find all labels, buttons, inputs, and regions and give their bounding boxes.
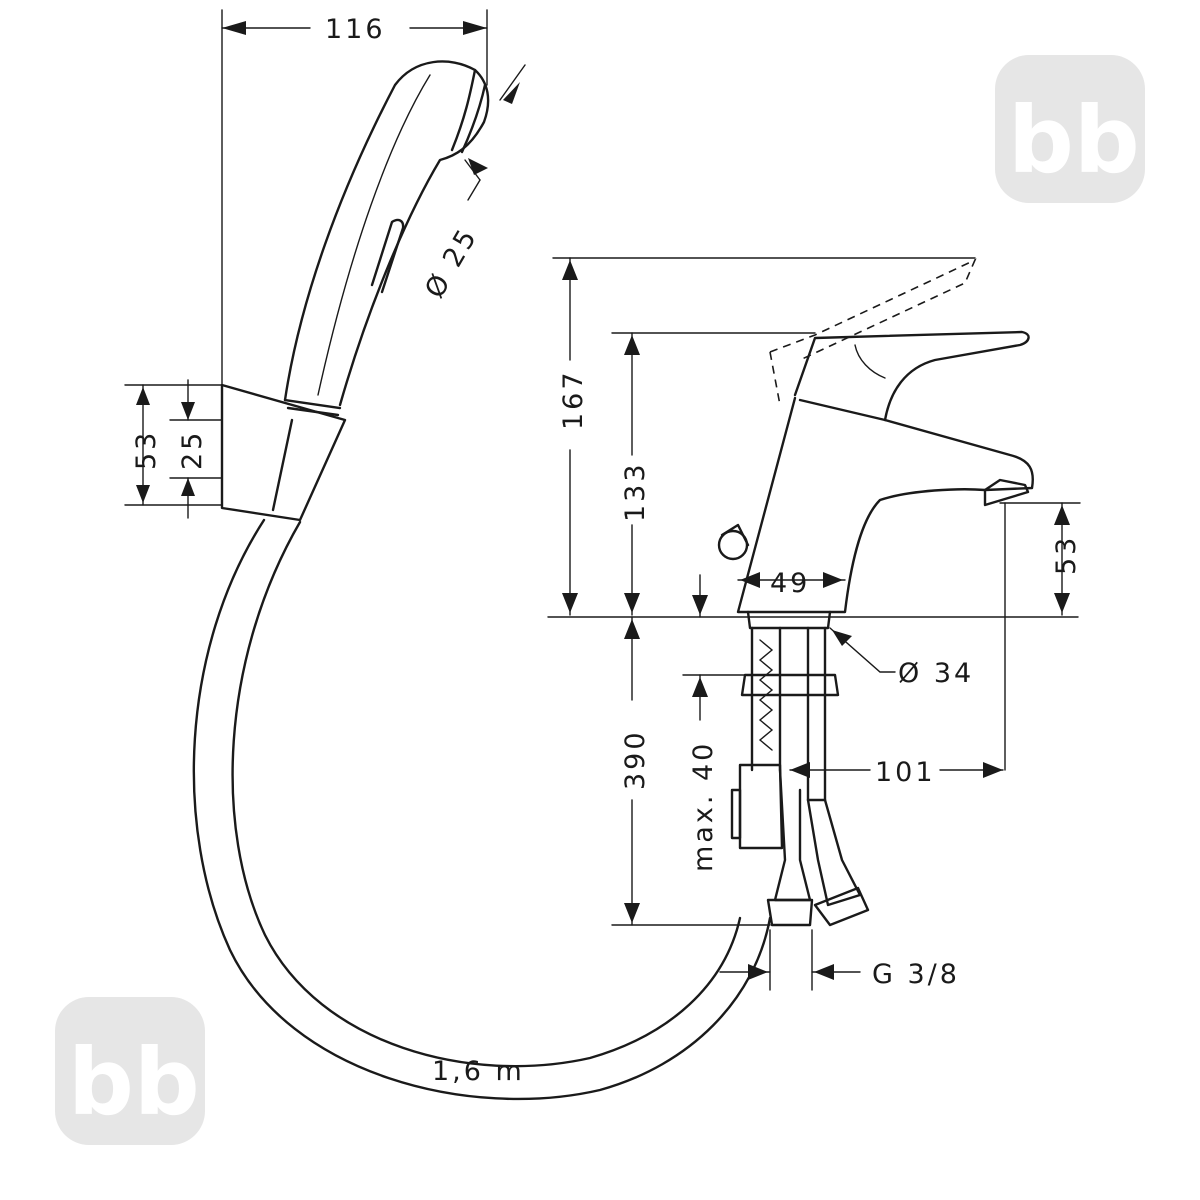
label-167: 167: [558, 369, 589, 430]
label-g38: G 3/8: [872, 959, 960, 990]
watermark-logo-bottom: bb: [55, 997, 205, 1145]
label-133: 133: [620, 461, 651, 522]
dim-116: 116: [221, 9, 488, 386]
label-53-spout: 53: [1051, 535, 1082, 575]
dim-diameter-25: Ø 25: [419, 64, 526, 304]
dim-390: 390: [611, 616, 771, 926]
dim-hose-length: 1,6 m: [432, 1056, 525, 1087]
dim-101: 101: [789, 502, 1006, 788]
dim-diameter-34: Ø 34: [829, 627, 974, 689]
shower-hose: [192, 518, 772, 1101]
svg-text:bb: bb: [68, 1029, 200, 1136]
label-diameter-25: Ø 25: [419, 222, 484, 303]
dim-133: 133: [611, 332, 816, 616]
dim-53-spout: 53: [999, 502, 1082, 616]
label-101: 101: [875, 757, 936, 788]
label-53-holder: 53: [131, 430, 162, 470]
dim-holder: 53 25: [124, 379, 223, 519]
hand-shower: [283, 60, 490, 417]
mixer-tap: [717, 258, 1034, 927]
dim-g38: G 3/8: [719, 929, 960, 991]
shower-holder: [220, 383, 347, 522]
label-390: 390: [620, 729, 651, 790]
dim-max-40: max. 40: [682, 574, 746, 872]
label-25-holder: 25: [177, 430, 208, 470]
dim-167: 167: [552, 257, 976, 616]
label-diameter-34: Ø 34: [898, 658, 974, 689]
label-116: 116: [325, 14, 386, 45]
svg-text:bb: bb: [1008, 87, 1140, 194]
label-max-40: max. 40: [688, 741, 719, 872]
dim-49: 49: [737, 568, 846, 599]
label-hose-length: 1,6 m: [432, 1056, 525, 1087]
label-49: 49: [770, 568, 810, 599]
watermark-logo-top: bb: [995, 55, 1145, 203]
